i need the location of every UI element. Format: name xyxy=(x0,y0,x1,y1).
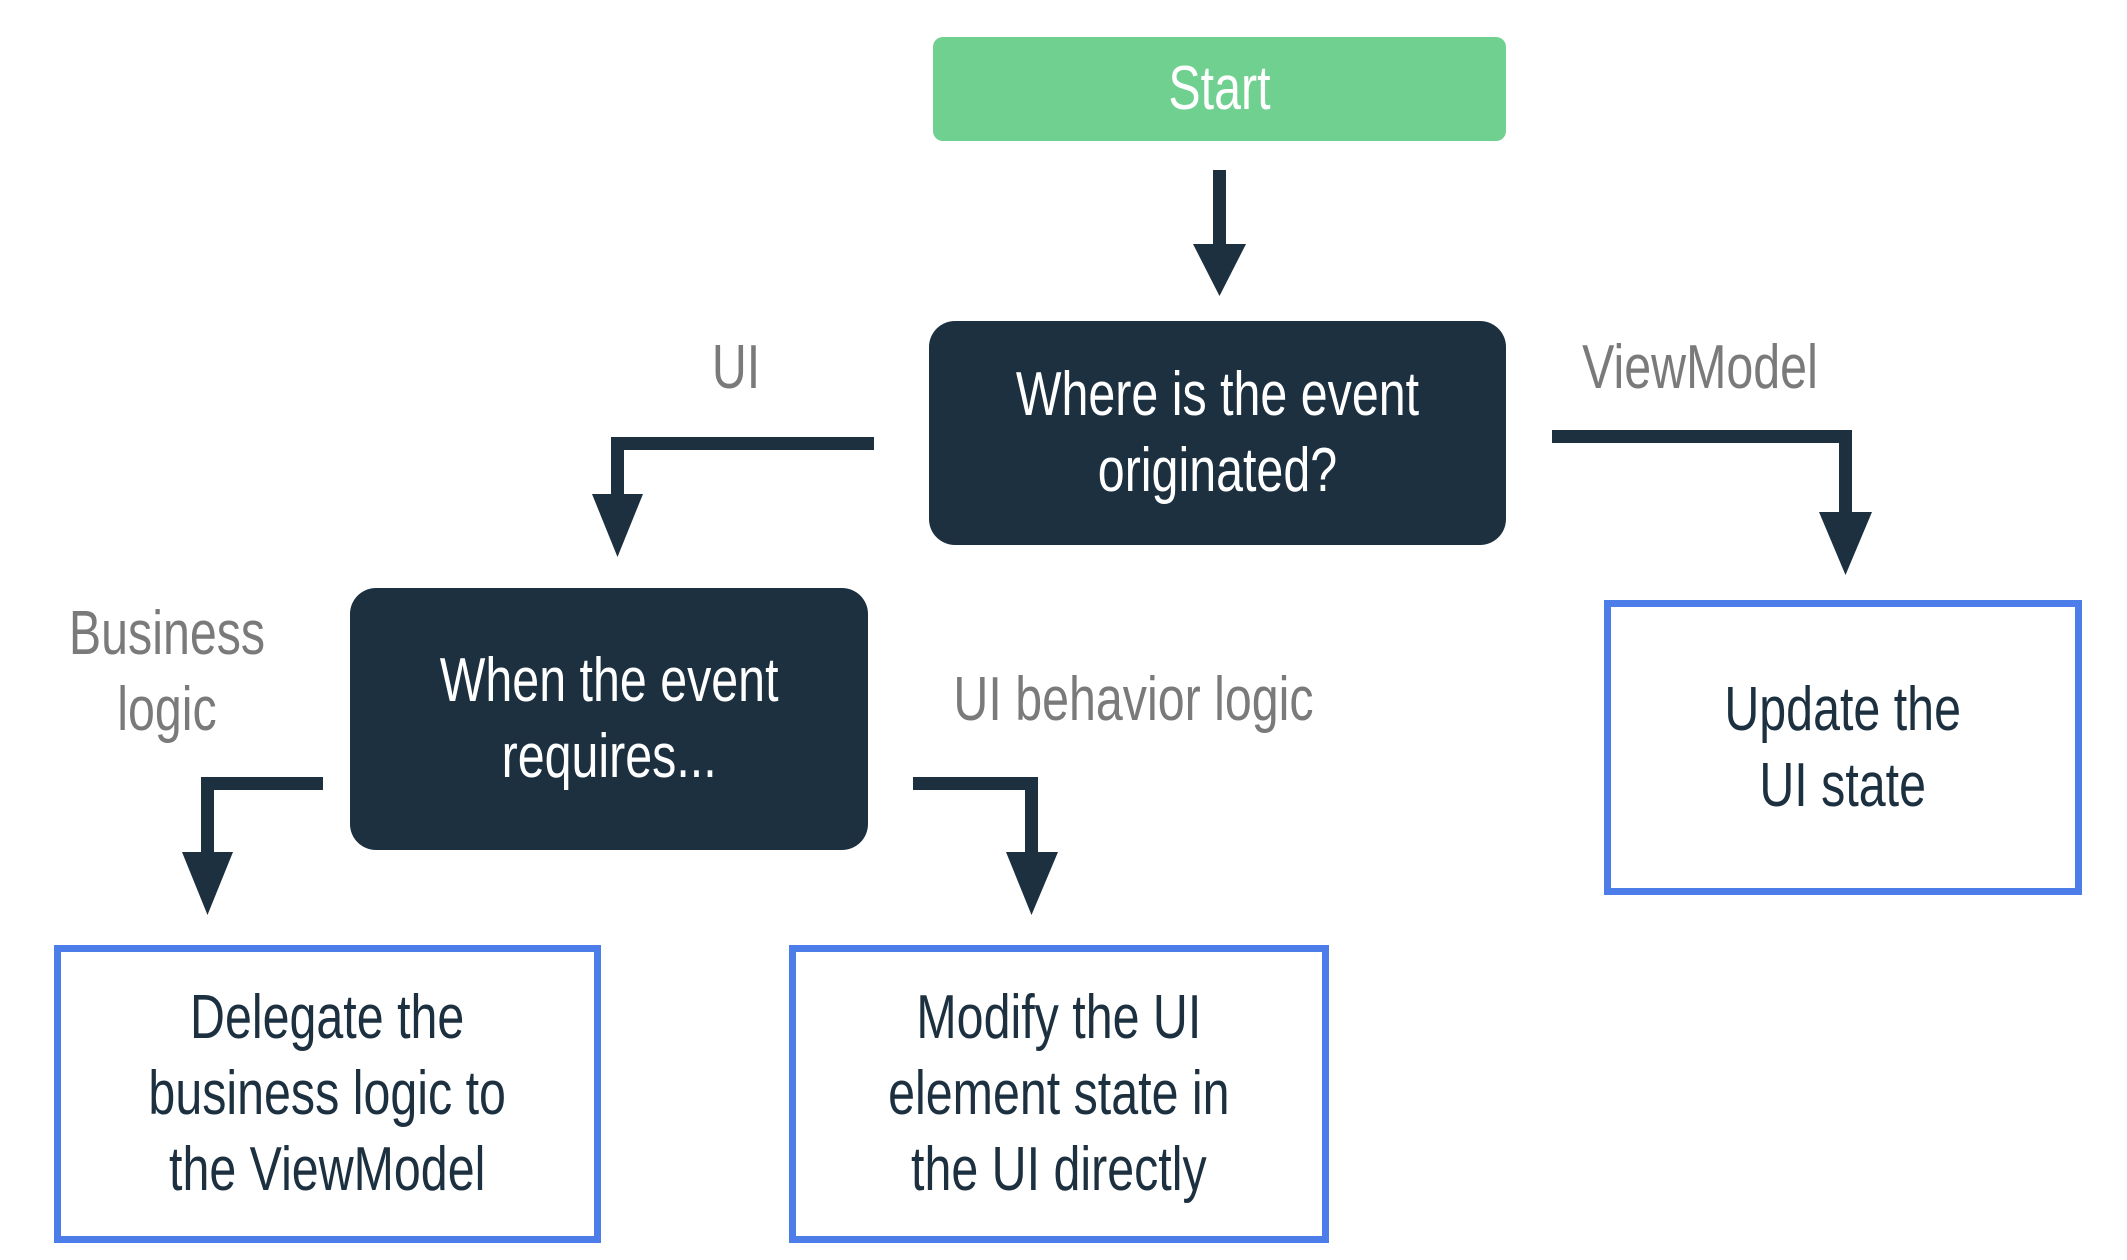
modify-ui-element-text: Modify the UI element state in the UI di… xyxy=(888,980,1229,1208)
modify-ui-element-node: Modify the UI element state in the UI di… xyxy=(789,945,1329,1243)
arrow-when-event-to-delegate xyxy=(182,777,323,915)
update-ui-state-text: Update the UI state xyxy=(1725,672,1962,824)
when-event-requires-text: When the event requires... xyxy=(440,643,779,795)
edge-label-ui: UI xyxy=(711,333,761,402)
text-line: UI state xyxy=(1759,750,1927,820)
text-line: Where is the event xyxy=(1015,360,1420,429)
edge-label-viewmodel: ViewModel xyxy=(1582,333,1818,402)
text-line: element state in xyxy=(888,1059,1230,1128)
arrow-where-event-to-update-ui-state xyxy=(1552,430,1872,575)
text-line: logic xyxy=(117,675,217,744)
arrow-when-event-to-modify xyxy=(913,777,1058,915)
start-node-label: Start xyxy=(1168,54,1271,123)
edge-label-business-logic: Business logic xyxy=(52,596,281,748)
arrow-start-to-where-event xyxy=(1193,170,1246,296)
text-line: Modify the UI xyxy=(916,983,1202,1052)
delegate-business-logic-node: Delegate the business logic to the ViewM… xyxy=(54,945,601,1243)
when-event-requires-node: When the event requires... xyxy=(350,588,868,850)
text-line: requires... xyxy=(501,722,717,791)
text-line: the UI directly xyxy=(911,1135,1207,1204)
text-line: Delegate the xyxy=(190,983,465,1052)
edge-label-ui-behavior-logic: UI behavior logic xyxy=(953,665,1314,734)
where-event-originated-text: Where is the event originated? xyxy=(1016,357,1419,509)
text-line: business logic to xyxy=(148,1059,507,1128)
update-ui-state-node: Update the UI state xyxy=(1604,600,2082,895)
start-node: Start xyxy=(933,37,1506,141)
text-line: When the event xyxy=(439,646,779,715)
text-line: Business xyxy=(68,599,266,668)
text-line: Update the xyxy=(1724,674,1962,744)
where-event-originated-node: Where is the event originated? xyxy=(929,321,1506,545)
delegate-business-logic-text: Delegate the business logic to the ViewM… xyxy=(149,980,507,1208)
text-line: the ViewModel xyxy=(169,1135,486,1204)
arrow-where-event-to-when-event xyxy=(592,437,874,557)
text-line: originated? xyxy=(1097,436,1338,505)
